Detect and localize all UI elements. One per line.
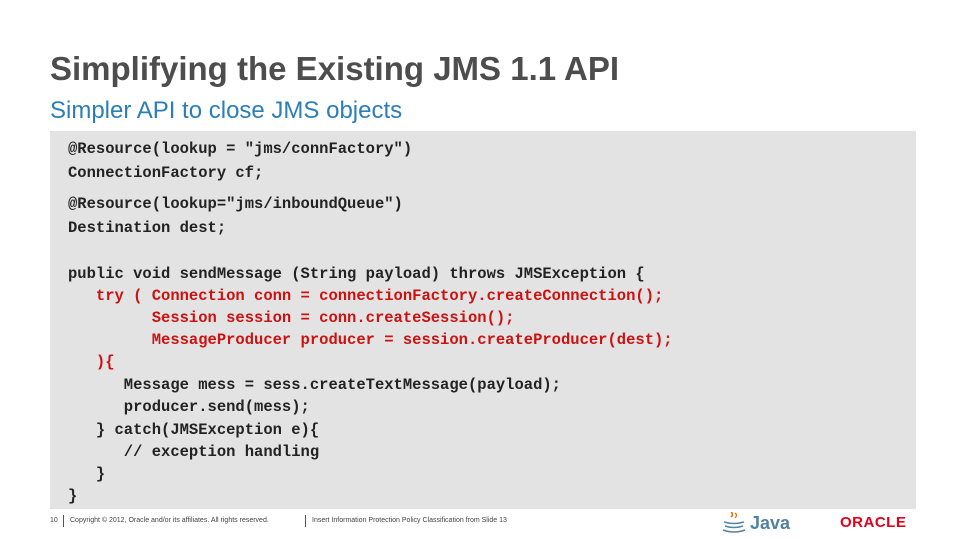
code-line: @Resource(lookup = "jms/connFactory") (68, 140, 413, 158)
code-line: public void sendMessage (String payload)… (68, 265, 645, 283)
code-line: ){ (68, 353, 115, 371)
code-line: Message mess = sess.createTextMessage(pa… (68, 376, 561, 394)
footer-separator (305, 515, 306, 527)
java-wordmark: Java (750, 513, 791, 533)
footer-separator (63, 515, 64, 527)
oracle-logo: ORACLE (840, 514, 907, 531)
code-line: } catch(JMSException e){ (68, 421, 320, 439)
code-line: producer.send(mess); (68, 398, 310, 416)
code-line: ConnectionFactory cf; (68, 164, 264, 182)
classification-text: Insert Information Protection Policy Cla… (312, 517, 507, 524)
slide-title: Simplifying the Existing JMS 1.1 API (50, 50, 620, 87)
code-box: @Resource(lookup = "jms/connFactory") Co… (50, 131, 916, 509)
copyright-text: Copyright © 2012, Oracle and/or its affi… (70, 517, 269, 524)
java-coffee-cup-icon: Java (722, 511, 791, 533)
code-line: Session session = conn.createSession(); (68, 309, 515, 327)
code-line: } (68, 487, 78, 505)
code-line: MessageProducer producer = session.creat… (68, 331, 673, 349)
code-line: Destination dest; (68, 219, 227, 237)
slide-subtitle: Simpler API to close JMS objects (50, 97, 403, 124)
java-logo: Java (722, 511, 802, 539)
code-line: try ( Connection conn = connectionFactor… (68, 287, 664, 305)
code-line: @Resource(lookup="jms/inboundQueue") (68, 195, 403, 213)
code-line: } (68, 465, 106, 483)
code-line: // exception handling (68, 443, 320, 461)
page-number: 10 (50, 517, 58, 524)
